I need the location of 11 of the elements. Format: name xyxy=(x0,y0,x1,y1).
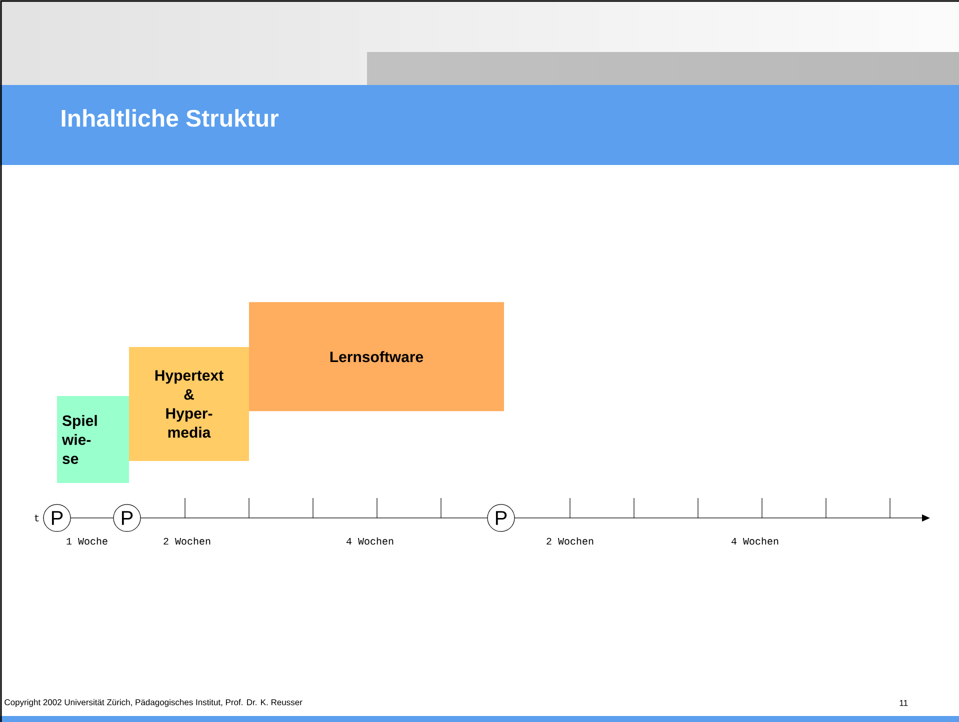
content-box: Hypertext & Hyper- media xyxy=(129,346,249,461)
duration-label: 4 Wochen xyxy=(346,537,394,545)
duration-label: 1 Woche xyxy=(66,537,108,545)
copyright-note: Copyright 2002 Universität Zürich, Pädagogisches Institut, Prof. Dr. K. Reusser xyxy=(4,699,302,707)
content-box: Lernsoftware xyxy=(249,302,504,412)
duration-label: 4 Wochen xyxy=(732,537,778,545)
duration-label: 2 Wochen xyxy=(546,537,594,545)
duration-label: 2 Wochen xyxy=(164,537,210,545)
page-number: 11 xyxy=(900,700,908,706)
slide-title: Inhaltliche Struktur xyxy=(62,109,279,127)
content-box: Spiel wie- se xyxy=(57,396,129,483)
